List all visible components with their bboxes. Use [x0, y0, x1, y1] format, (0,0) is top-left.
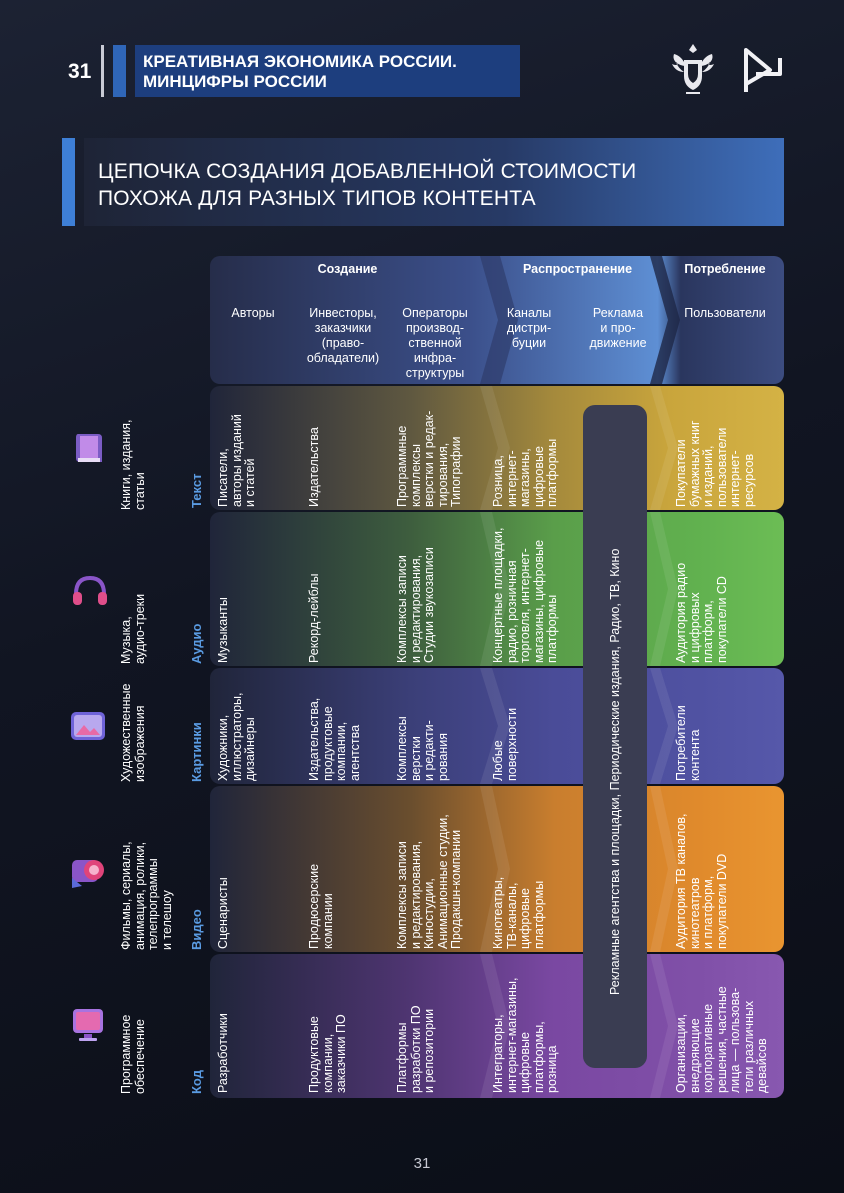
monitor-icon: [73, 1009, 103, 1041]
column-operators: Операторы производ- ственной инфра- стру…: [402, 306, 468, 380]
row-video-investors: Продюсерские компании: [307, 863, 335, 949]
section-title: ЦЕПОЧКА СОЗДАНИЯ ДОБАВЛЕННОЙ СТОИМОСТИ П…: [98, 158, 758, 212]
row-text-users: Покупатели бумажных книг и изданий, поль…: [674, 420, 756, 507]
row-video: [210, 786, 784, 952]
row-audio-authors: Музыканты: [216, 597, 230, 663]
camera-icon: [72, 860, 104, 888]
page-number-top: 31: [68, 60, 92, 83]
row-code: [210, 954, 784, 1098]
row-text-type: Текст: [189, 473, 204, 508]
stage-consumption: Потребление: [684, 262, 766, 276]
row-pictures-users: Потребители контента: [674, 705, 702, 781]
column-ads: Реклама и про- движение: [589, 306, 647, 350]
ad-column: [583, 405, 647, 1068]
column-authors: Авторы: [231, 306, 275, 320]
column-investors: Инвесторы, заказчики (право- обладатели): [306, 306, 380, 365]
row-audio-type: Аудио: [189, 623, 204, 664]
row-text-operators: Программные комплексы верстки и редак- т…: [395, 410, 463, 507]
row-audio-operators: Комплексы записи и редактирования, Студи…: [395, 547, 436, 663]
row-code-users: Организации, внедряющие корпоративные ре…: [674, 986, 769, 1093]
section-title-box: [84, 138, 784, 226]
stage-creation: Создание: [317, 262, 378, 276]
row-code-content: Программное обеспечение: [119, 1014, 147, 1094]
row-pictures-operators: Комплексы верстки и редакти- рования: [395, 716, 450, 781]
row-code-authors: Разработчики: [216, 1013, 230, 1093]
row-pictures-investors: Издательства, продуктовые компании, аген…: [307, 697, 362, 781]
row-code-investors: Продуктовые компании, заказчики ПО: [307, 1014, 348, 1093]
section-title-line2: ПОХОЖА ДЛЯ РАЗНЫХ ТИПОВ КОНТЕНТА: [98, 187, 536, 210]
header-divider: [101, 45, 104, 97]
row-audio-investors: Рекорд-лейблы: [307, 573, 321, 663]
column-channels: Каналы дистри- буции: [506, 306, 552, 350]
book-icon: [76, 434, 102, 462]
row-audio: [210, 512, 784, 666]
row-video-operators: Комплексы записи и редактирования, Кинос…: [395, 814, 463, 949]
header-title-line2: МИНЦИФРЫ РОССИИ: [143, 72, 327, 91]
header-accent-bar: [113, 45, 126, 97]
row-audio-users: Аудитория радио и цифровых платформ, пок…: [674, 562, 729, 663]
row-text-authors: Писатели, авторы изданий и статей: [216, 414, 257, 507]
row-video-content: Фильмы, сериалы, анимация, ролики, телеп…: [119, 841, 174, 950]
row-text-content: Книги, издания, статьи: [119, 419, 147, 510]
row-pictures: [210, 668, 784, 784]
row-pictures-authors: Художники, иллюстраторы, дизайнеры: [216, 692, 257, 782]
row-pictures-channels: Любые поверхности: [491, 707, 519, 781]
row-chevrons: [480, 386, 678, 1098]
row-video-users: Аудитория ТВ каналов, кинотеатров и плат…: [674, 813, 729, 949]
row-text-investors: Издательства: [307, 427, 321, 507]
row-audio-channels: Концертные площадки, радио, розничная то…: [491, 527, 559, 663]
row-video-authors: Сценаристы: [216, 877, 230, 949]
row-code-channels: Интеграторы, интернет-магазины, цифровые…: [491, 977, 559, 1093]
row-text: [210, 386, 784, 510]
section-title-accent: [62, 138, 75, 226]
row-code-type: Код: [189, 1070, 204, 1094]
ad-column-text: Рекламные агентства и площадки, Периодич…: [608, 548, 622, 995]
row-code-operators: Платформы разработки ПО и репозитории: [395, 1005, 436, 1093]
page-number-bottom: 31: [413, 1155, 431, 1172]
stage-arrows: [480, 256, 680, 384]
row-pictures-content: Художественные изображения: [119, 683, 147, 783]
coat-of-arms-icon: [672, 44, 714, 94]
stage-distribution: Распространение: [522, 262, 633, 276]
row-text-channels: Розница, интернет- магазины, цифровые пл…: [491, 438, 559, 507]
section-title-line1: ЦЕПОЧКА СОЗДАНИЯ ДОБАВЛЕННОЙ СТОИМОСТИ: [98, 160, 637, 183]
header-title-line1: КРЕАТИВНАЯ ЭКОНОМИКА РОССИИ.: [143, 52, 457, 71]
row-pictures-type: Картинки: [189, 722, 204, 782]
headphones-icon: [73, 575, 107, 605]
row-video-type: Видео: [189, 909, 204, 950]
row-audio-content: Музыка, аудио-треки: [119, 593, 147, 664]
header-title: КРЕАТИВНАЯ ЭКОНОМИКА РОССИИ. МИНЦИФРЫ РО…: [135, 45, 520, 97]
row-video-channels: Кинотеатры, ТВ-каналы, цифровые платформ…: [491, 876, 546, 949]
picture-icon: [71, 712, 105, 740]
ministry-logo-icon: [744, 48, 782, 92]
column-users: Пользователи: [684, 306, 766, 320]
